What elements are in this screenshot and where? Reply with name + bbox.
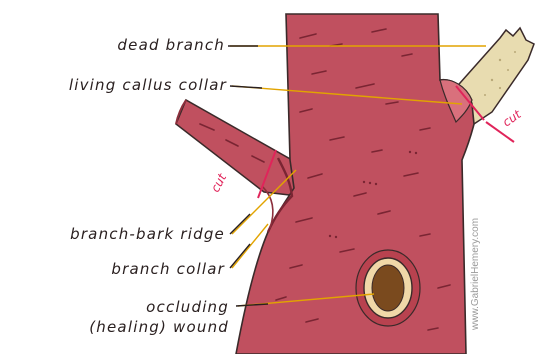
credit-watermark: www.GabrielHemery.com [470,218,481,330]
living-branch [176,100,298,196]
wound-center [372,265,404,311]
label-dead-branch: dead branch [117,36,225,54]
label-branch-bark-ridge: branch-bark ridge [70,225,225,243]
label-branch-collar: branch collar [111,260,225,278]
label-living-callus-collar: living callus collar [69,76,227,94]
label-occluding-line1: occluding [146,298,229,316]
label-occluding-line2: (healing) wound [89,318,229,336]
